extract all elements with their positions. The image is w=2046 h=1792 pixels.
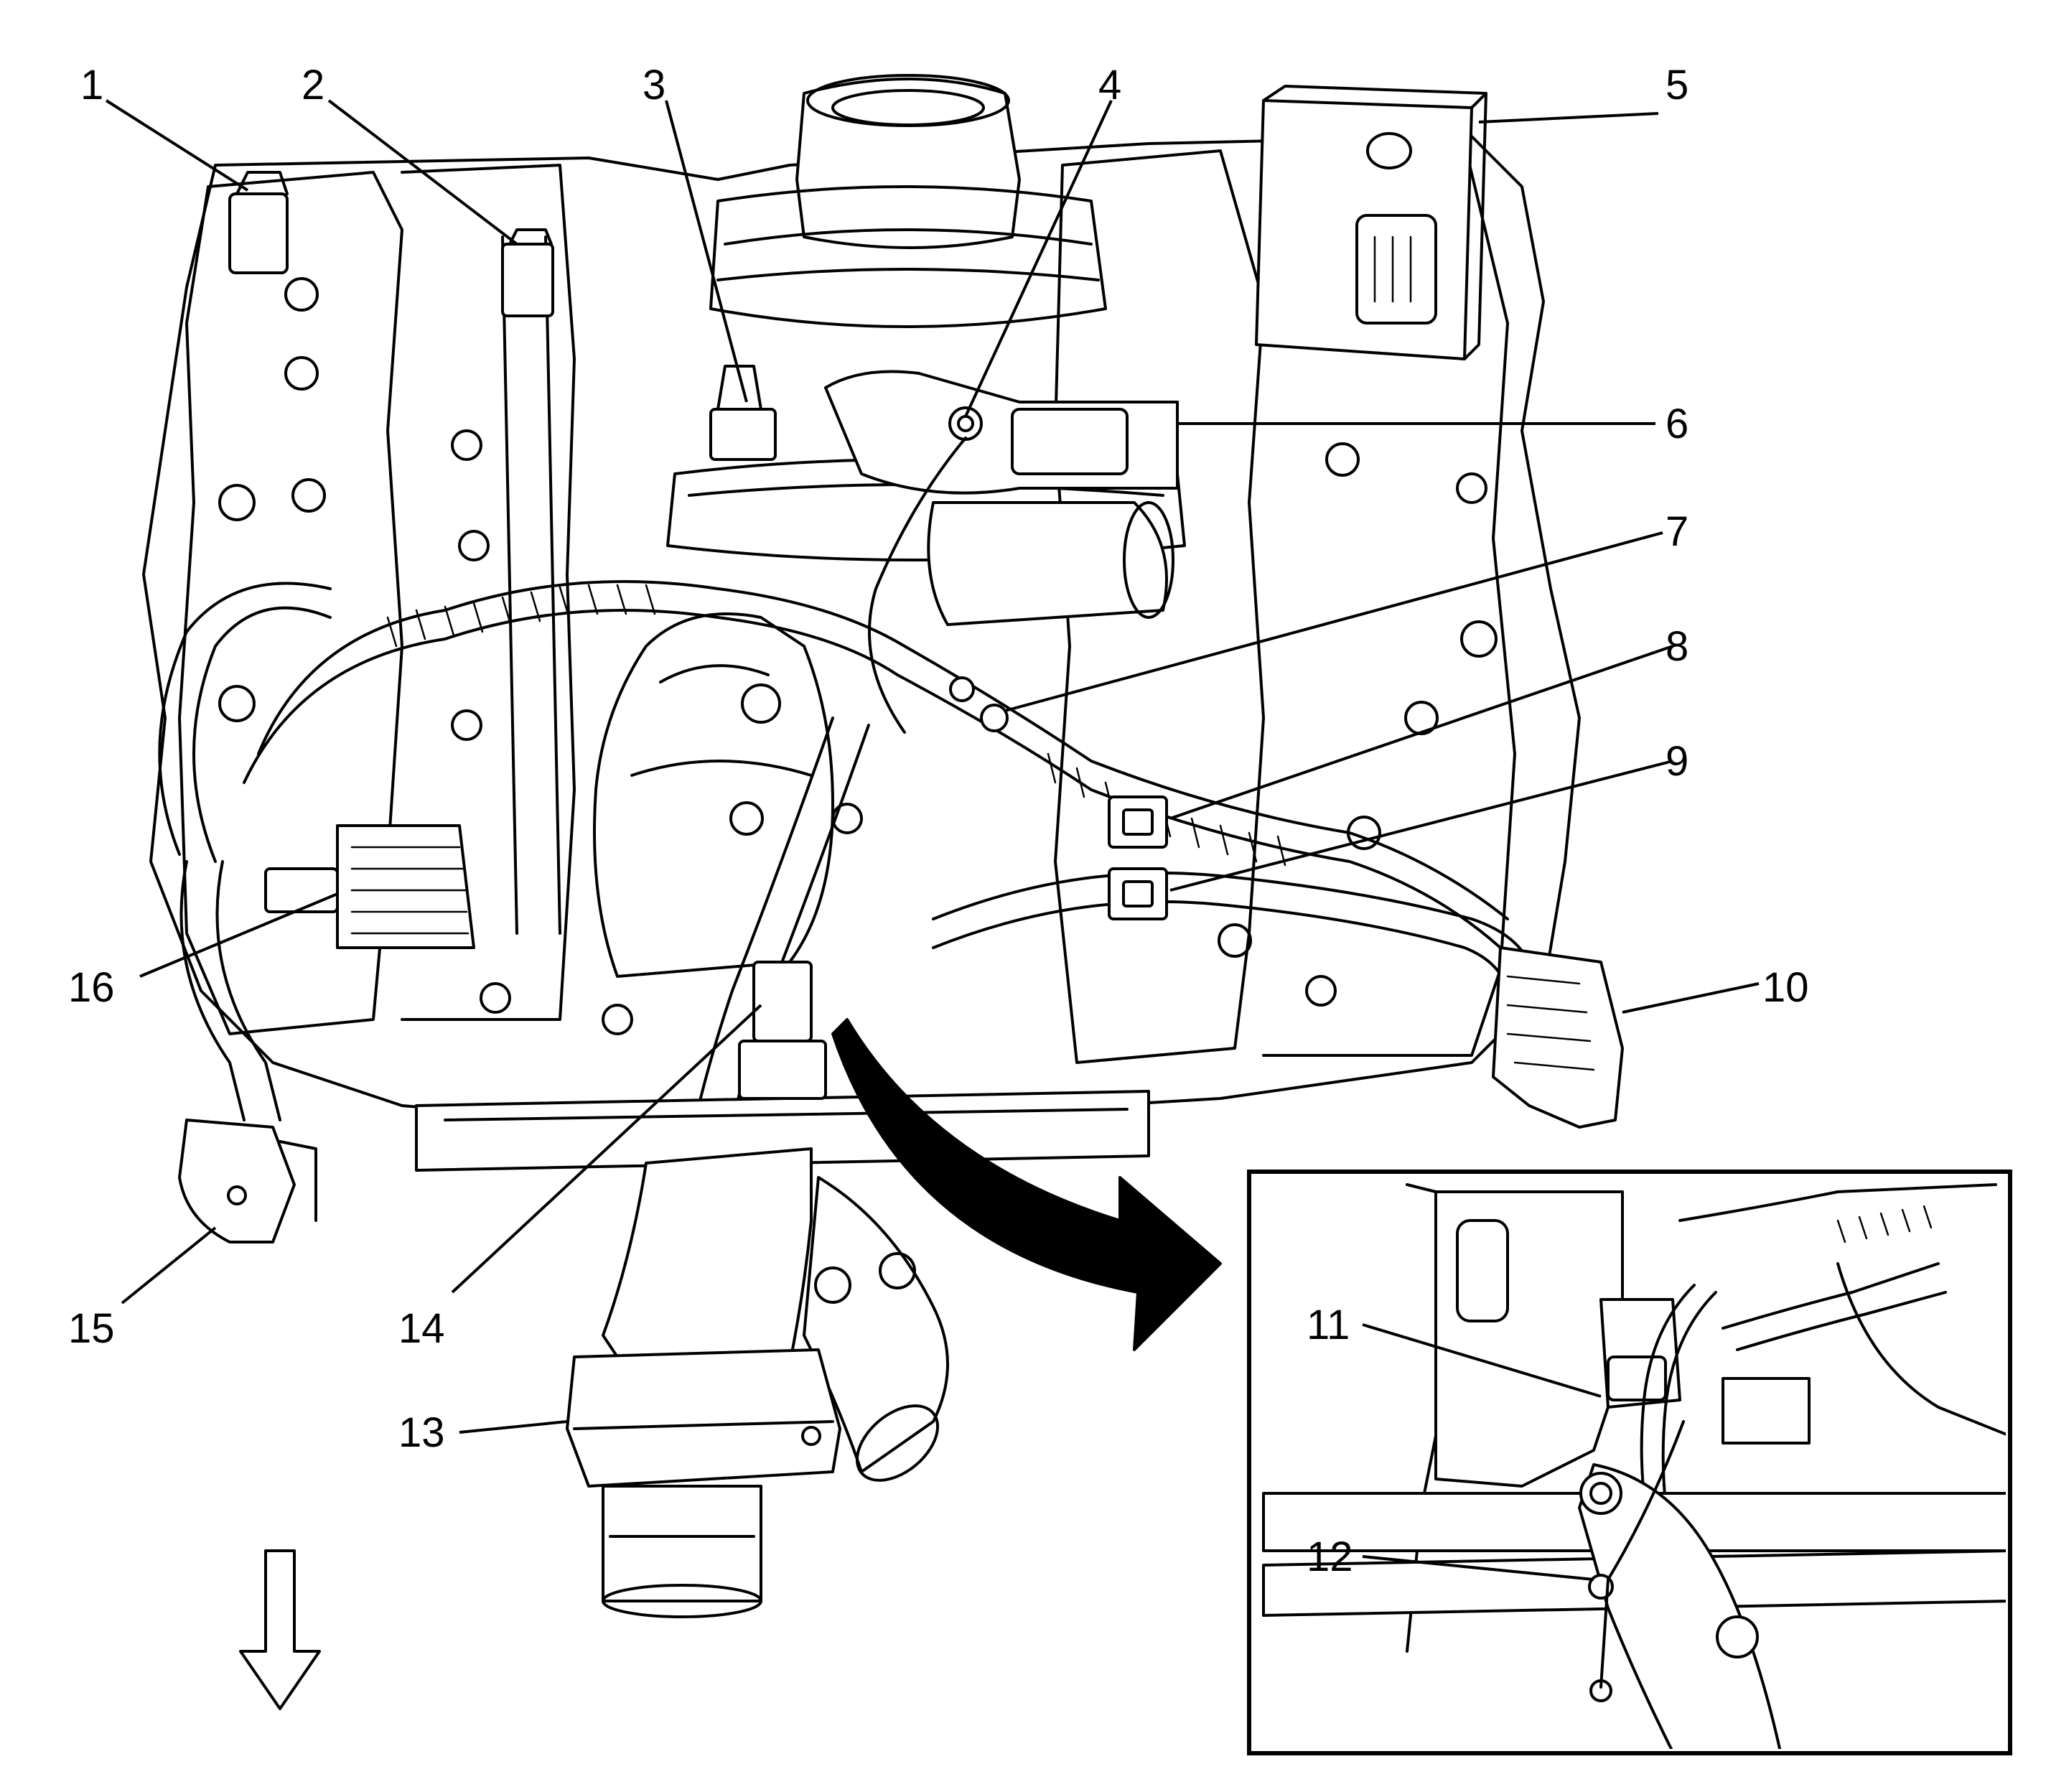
callout-1: 1 — [80, 62, 103, 108]
callout-7: 7 — [1666, 508, 1688, 555]
callout-2: 2 — [302, 62, 324, 108]
callout-8: 8 — [1666, 623, 1688, 670]
down-arrow-icon — [239, 1549, 321, 1710]
callout-labels: 1 2 3 4 5 6 7 8 9 10 11 12 13 14 15 16 — [68, 62, 1809, 1580]
callout-3: 3 — [643, 62, 665, 108]
engine-illustration — [142, 74, 1624, 1710]
callout-14: 14 — [398, 1305, 445, 1352]
callout-13: 13 — [398, 1409, 445, 1456]
callout-15: 15 — [68, 1305, 115, 1352]
callout-4: 4 — [1098, 62, 1121, 108]
detail-inset — [1247, 1170, 2012, 1755]
callout-5: 5 — [1666, 62, 1688, 108]
callout-16: 16 — [68, 964, 115, 1011]
callout-10: 10 — [1762, 964, 1809, 1011]
callout-6: 6 — [1666, 401, 1688, 447]
callout-9: 9 — [1666, 738, 1688, 785]
callout-leaders — [105, 99, 1760, 1581]
curved-arrow-icon — [831, 1018, 1222, 1351]
callout-12: 12 — [1307, 1534, 1353, 1580]
callout-11: 11 — [1307, 1302, 1350, 1348]
